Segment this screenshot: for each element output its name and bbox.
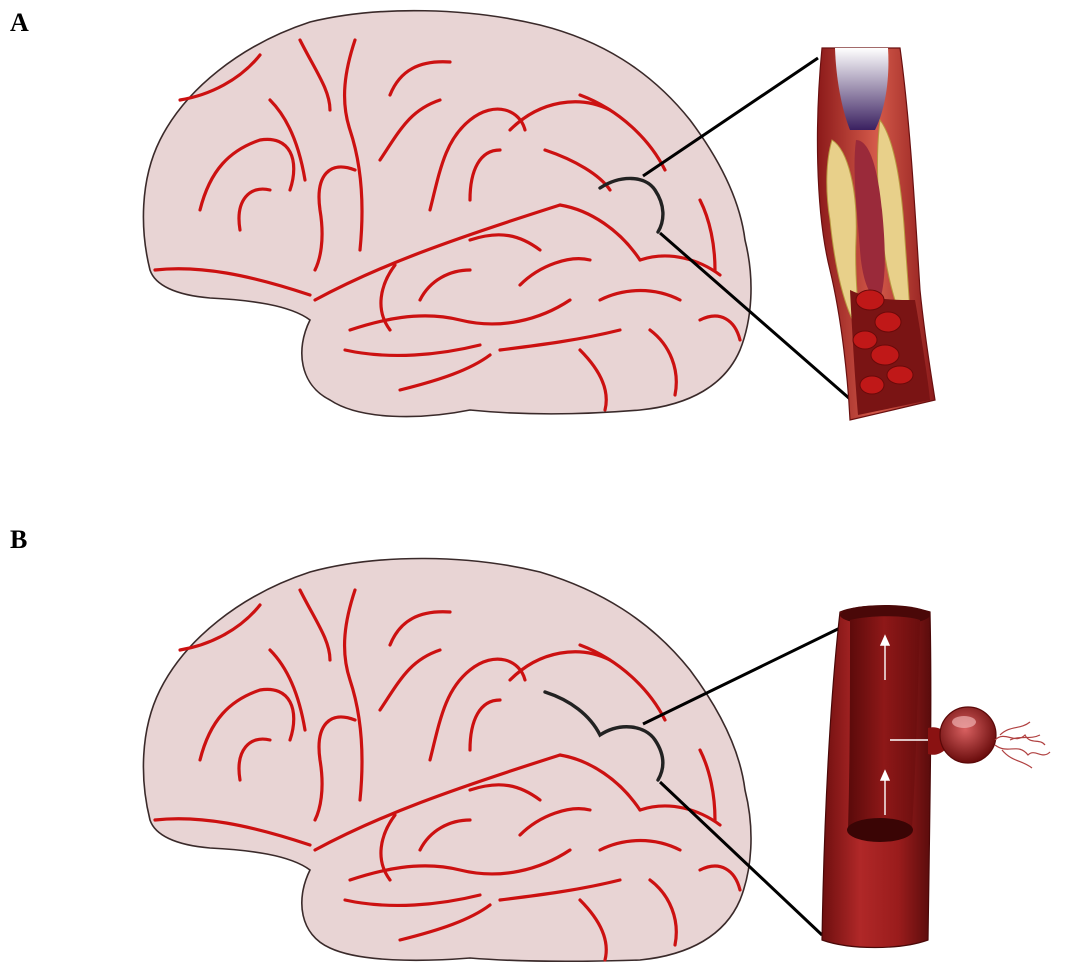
ruptured-artery [822,605,1050,948]
brain-a [143,11,751,417]
clogged-artery [817,48,935,420]
artery-lumen-b [848,616,920,830]
brain-a-outline [143,11,751,417]
hemorrhage [995,722,1050,768]
brain-b [143,558,751,961]
aneurysm-sac [940,707,996,763]
artery-cut-bottom [847,818,913,842]
aneurysm-highlight [952,716,976,728]
